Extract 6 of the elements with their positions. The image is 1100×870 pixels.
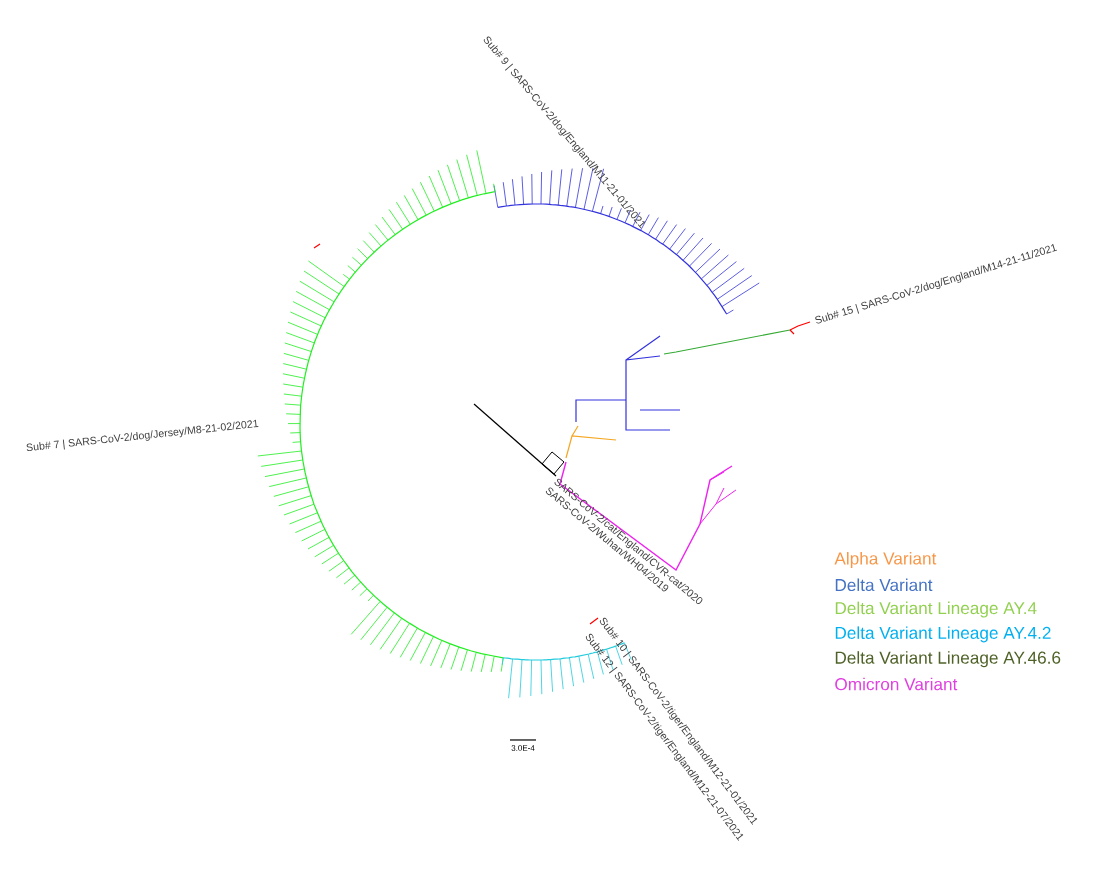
legend-entry: Delta Variant Lineage AY.46.6 [835, 651, 1061, 668]
legend-entry: Delta Variant Lineage AY.4 [835, 601, 1037, 618]
legend-entry: Omicron Variant [835, 677, 958, 691]
legend-entry: Delta Variant [835, 578, 933, 592]
legend-entry: Alpha Variant [834, 552, 937, 568]
legend-entry: Delta Variant Lineage AY.4.2 [835, 626, 1051, 643]
